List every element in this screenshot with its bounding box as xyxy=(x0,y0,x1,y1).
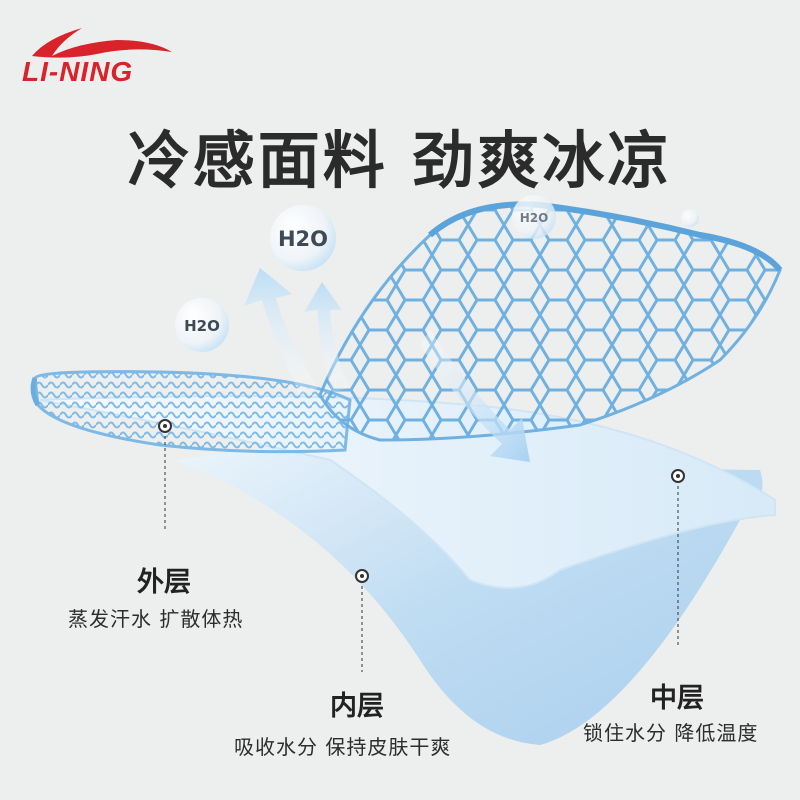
inner-layer-title: 内层 xyxy=(330,691,384,722)
absorption-arrow xyxy=(420,330,530,462)
evaporation-arrow-left xyxy=(244,268,318,395)
middle-layer-desc: 锁住水分 降低温度 xyxy=(583,721,759,745)
page-title: 冷感面料 劲爽冰凉 xyxy=(127,124,673,197)
droplet-small xyxy=(681,209,699,227)
svg-text:H2O: H2O xyxy=(184,317,220,335)
outer-layer-title: 外层 xyxy=(137,567,191,598)
middle-layer-title: 中层 xyxy=(650,683,704,714)
inner-layer-desc: 吸收水分 保持皮肤干爽 xyxy=(234,735,452,759)
li-ning-logo-icon xyxy=(32,28,172,58)
h2o-bubble-top xyxy=(512,195,556,239)
evaporation-arrow-center xyxy=(304,282,350,392)
svg-text:H2O: H2O xyxy=(520,211,549,225)
svg-text:H2O: H2O xyxy=(278,227,328,251)
outer-knit-roll xyxy=(33,370,352,454)
outer-layer-desc: 蒸发汗水 扩散体热 xyxy=(68,607,244,631)
h2o-bubble-large xyxy=(270,205,336,271)
h2o-bubble-small xyxy=(175,298,229,352)
brand-name: LI-NING xyxy=(22,56,134,87)
